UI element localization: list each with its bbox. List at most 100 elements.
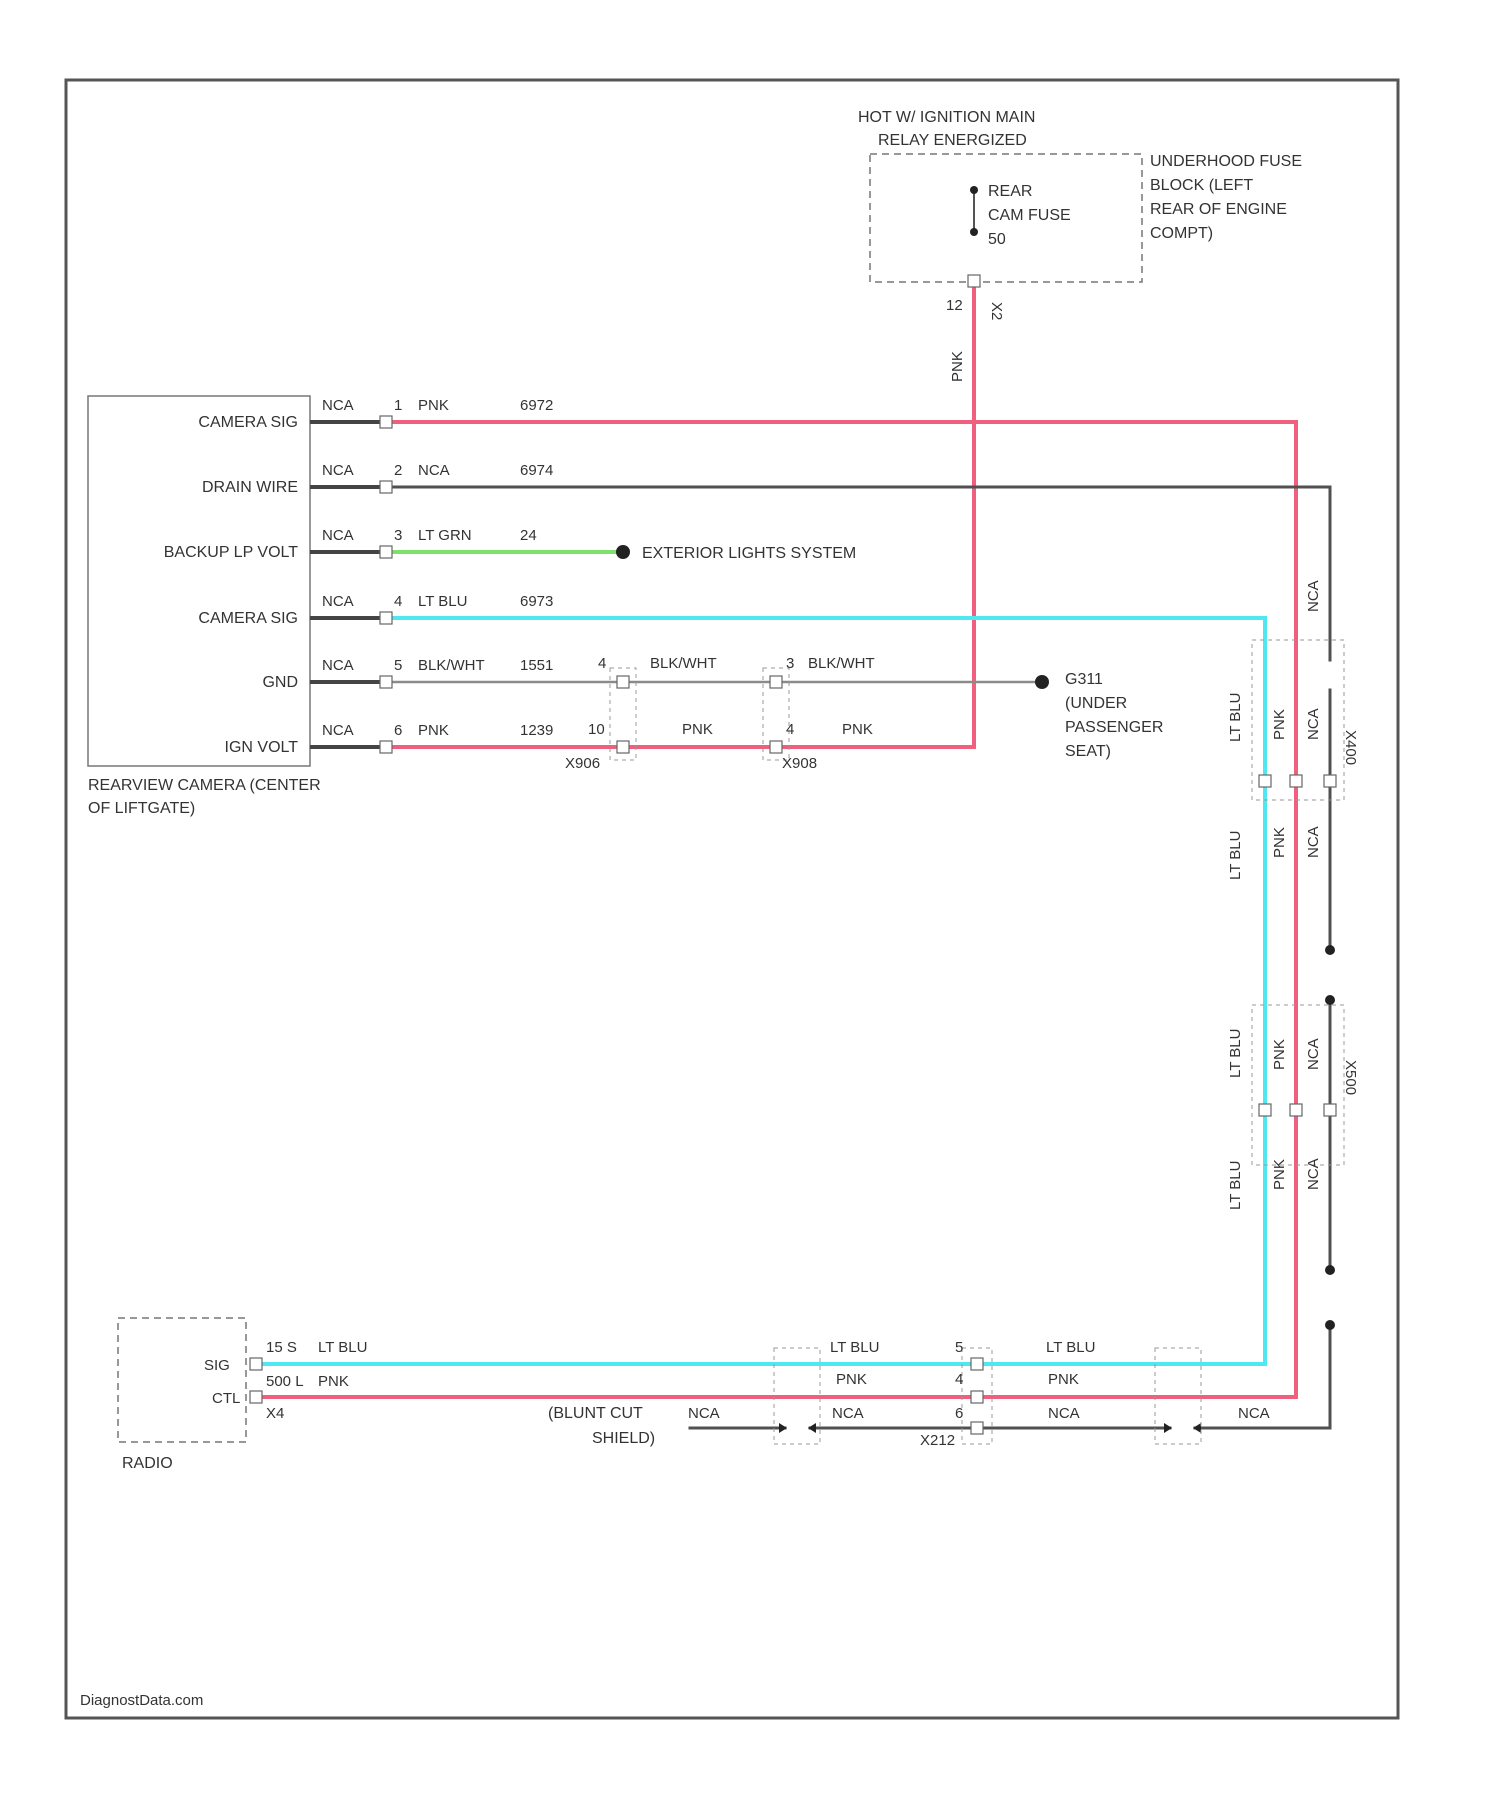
upper-pnk-a: PNK (1271, 709, 1288, 740)
camera-pin-wire-color: LT BLU (418, 593, 467, 610)
lower-pnk-a: PNK (1271, 1039, 1288, 1070)
g311-line4: SEAT) (1065, 743, 1111, 760)
radio-ctl-label: CTL (212, 1390, 240, 1407)
upper-ltblu-a: LT BLU (1227, 693, 1244, 742)
ground-point-g311: G311 (UNDER PASSENGER SEAT) (1065, 671, 1163, 760)
camera-pin-label: GND (262, 674, 298, 691)
lower-ltblu-b: LT BLU (1227, 1161, 1244, 1210)
camera-pin-box (380, 676, 392, 688)
lower-ltblu-a: LT BLU (1227, 1029, 1244, 1078)
camera-pin-box (380, 481, 392, 493)
bottom-nca-4: NCA (1238, 1405, 1270, 1422)
bottom-pnk-1: PNK (836, 1371, 867, 1388)
ign-conn-pin: 10 (588, 721, 605, 738)
camera-pin-wire-color: NCA (418, 462, 450, 479)
camera-box (88, 396, 310, 766)
camera-pin-circuit: 6973 (520, 593, 553, 610)
x908-name: X908 (782, 755, 817, 772)
radio-sig-pin: 15 S (266, 1339, 297, 1356)
camera-pin-wire-color: PNK (418, 397, 449, 414)
ign-conn-color: PNK (682, 721, 713, 738)
gnd-conn-color2: BLK/WHT (808, 655, 875, 672)
ign-conn-pin2: 4 (786, 721, 794, 738)
camera-pin-splice: NCA (322, 397, 354, 414)
radio-box (118, 1318, 246, 1442)
gnd-conn-pin2: 3 (786, 655, 794, 672)
harness-connector-upper: LT BLU PNK NCA NCA X400 LT BLU PNK NCA (1227, 580, 1359, 880)
camera-pin-circuit: 6972 (520, 397, 553, 414)
exterior-lights-label: EXTERIOR LIGHTS SYSTEM (642, 545, 856, 562)
camera-pin-row: CAMERA SIG NCA 1 PNK 6972 (198, 397, 553, 431)
camera-pin-label: CAMERA SIG (198, 610, 298, 627)
fuse-location-line2: BLOCK (LEFT (1150, 177, 1253, 194)
shield-line2: SHIELD) (592, 1430, 655, 1447)
hot-label-line2: RELAY ENERGIZED (878, 132, 1027, 149)
camera-pin-circuit: 1551 (520, 657, 553, 674)
fuse-block: HOT W/ IGNITION MAIN RELAY ENERGIZED REA… (858, 109, 1302, 382)
bottom-pin6: 6 (955, 1405, 963, 1422)
camera-pin-splice: NCA (322, 527, 354, 544)
camera-pin-label: CAMERA SIG (198, 414, 298, 431)
camera-pin-wire-color: LT GRN (418, 527, 472, 544)
camera-pin-label: IGN VOLT (225, 739, 299, 756)
camera-pin-splice: NCA (322, 722, 354, 739)
camera-title-line1: REARVIEW CAMERA (CENTER (88, 777, 321, 794)
camera-pin-label: BACKUP LP VOLT (164, 544, 299, 561)
fuse-name-line1: REAR (988, 183, 1032, 200)
radio-ctl-connector: X4 (266, 1405, 284, 1422)
radio-sig-color: LT BLU (318, 1339, 367, 1356)
inline-connector-x906: 4 10 X906 (565, 655, 636, 772)
ign-conn-color2: PNK (842, 721, 873, 738)
wire-camera-sig-pnk (262, 422, 1296, 1397)
exterior-lights-dot (616, 545, 630, 559)
hot-label-line1: HOT W/ IGNITION MAIN (858, 109, 1035, 126)
fuse-terminal-bottom (970, 228, 978, 236)
fuse-connector-name: X2 (988, 302, 1005, 320)
shield-arrow-3 (1164, 1423, 1172, 1433)
rearview-camera: REARVIEW CAMERA (CENTER OF LIFTGATE) CAM… (88, 396, 553, 817)
fuse-output-pin (968, 275, 980, 287)
radio-ctl-pin-box (250, 1391, 262, 1403)
g311-line2: (UNDER (1065, 695, 1127, 712)
bottom-nca-2: NCA (832, 1405, 864, 1422)
radio-sig-label: SIG (204, 1357, 230, 1374)
fuse-name-line2: CAM FUSE (988, 207, 1071, 224)
nca-break-dot-2 (1325, 995, 1335, 1005)
wires (262, 283, 1330, 1428)
g311-line3: PASSENGER (1065, 719, 1163, 736)
camera-pin-circuit: 6974 (520, 462, 553, 479)
camera-pin-splice: NCA (322, 657, 354, 674)
camera-pin-box (380, 612, 392, 624)
upper-conn-name: X400 (1342, 730, 1359, 765)
camera-pin-splice: NCA (322, 462, 354, 479)
shield-arrow-1 (779, 1423, 787, 1433)
ground-dot (1035, 675, 1049, 689)
upper-nca-top: NCA (1305, 580, 1322, 612)
camera-pin-wire-color: BLK/WHT (418, 657, 485, 674)
bottom-harness: (BLUNT CUT SHIELD) NCA LT BLU PNK NCA 5 … (548, 1339, 1270, 1449)
camera-pin-row: CAMERA SIGNCA4LT BLU6973 (198, 593, 553, 627)
gnd-conn-pin: 4 (598, 655, 606, 672)
watermark: DiagnostData.com (80, 1692, 203, 1709)
upper-ltblu-b: LT BLU (1227, 831, 1244, 880)
bottom-nca-3: NCA (1048, 1405, 1080, 1422)
shield-arrow-2 (808, 1423, 816, 1433)
bottom-connector: X212 (920, 1432, 955, 1449)
fuse-wire-color: PNK (949, 351, 966, 382)
lower-conn-name: X500 (1342, 1060, 1359, 1095)
camera-pin-number: 2 (394, 462, 402, 479)
nca-break-dot-3 (1325, 1265, 1335, 1275)
fuse-terminal-top (970, 186, 978, 194)
upper-pnk-b: PNK (1271, 827, 1288, 858)
camera-pin-number: 1 (394, 397, 402, 414)
nca-break-dot-1 (1325, 945, 1335, 955)
camera-pin-circuit: 1239 (520, 722, 553, 739)
fuse-location-line4: COMPT) (1150, 225, 1213, 242)
upper-nca-b: NCA (1305, 826, 1322, 858)
shield-arrow-4 (1193, 1423, 1201, 1433)
